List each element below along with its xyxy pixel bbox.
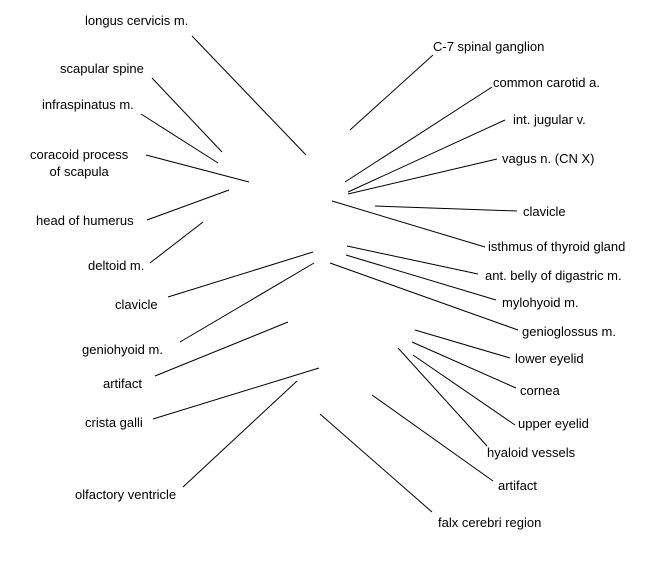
label-mylohyoid: mylohyoid m. bbox=[502, 295, 579, 310]
leader-line-17 bbox=[346, 245, 479, 275]
label-olfactory-ventricle: olfactory ventricle bbox=[75, 487, 177, 502]
leader-line-23 bbox=[397, 347, 488, 447]
leader-line-12 bbox=[344, 86, 493, 183]
leader-line-14 bbox=[347, 158, 498, 195]
label-lower-eyelid: lower eyelid bbox=[515, 351, 584, 366]
leader-line-13 bbox=[347, 119, 506, 193]
label-infraspinatus: infraspinatus m. bbox=[42, 97, 134, 112]
leader-line-20 bbox=[414, 329, 511, 359]
label-longus-cervicis: longus cervicis m. bbox=[85, 13, 189, 28]
label-coracoid-process: coracoid process of scapula bbox=[30, 147, 129, 179]
label-c7-spinal-ganglion: C-7 spinal ganglion bbox=[433, 39, 545, 54]
label-scapular-spine: scapular spine bbox=[60, 61, 144, 76]
label-cornea: cornea bbox=[520, 383, 560, 398]
label-isthmus-thyroid: isthmus of thyroid gland bbox=[488, 239, 626, 254]
leader-line-5 bbox=[149, 221, 204, 264]
label-vagus: vagus n. (CN X) bbox=[502, 151, 595, 166]
label-common-carotid: common carotid a. bbox=[493, 75, 600, 90]
label-artifact-left: artifact bbox=[103, 376, 143, 391]
leader-line-19 bbox=[329, 262, 519, 331]
leader-line-7 bbox=[179, 262, 315, 343]
label-ant-belly-digastric: ant. belly of digastric m. bbox=[485, 268, 622, 283]
leader-line-21 bbox=[411, 341, 517, 389]
leader-line-11 bbox=[349, 54, 434, 131]
leader-line-2 bbox=[140, 113, 219, 164]
leader-line-24 bbox=[371, 394, 494, 482]
leader-line-4 bbox=[146, 189, 230, 221]
leader-line-0 bbox=[191, 35, 307, 156]
label-clavicle-right: clavicle bbox=[523, 204, 566, 219]
leader-line-18 bbox=[345, 254, 497, 301]
leader-line-6 bbox=[167, 251, 314, 298]
leader-line-1 bbox=[151, 77, 223, 153]
leader-line-15 bbox=[374, 205, 518, 212]
label-geniohyoid: geniohyoid m. bbox=[82, 342, 163, 357]
leader-line-3 bbox=[145, 154, 250, 183]
label-clavicle-left: clavicle bbox=[115, 297, 158, 312]
label-artifact-right: artifact bbox=[498, 478, 538, 493]
label-upper-eyelid: upper eyelid bbox=[518, 416, 589, 431]
label-deltoid: deltoid m. bbox=[88, 258, 145, 273]
label-hyaloid-vessels: hyaloid vessels bbox=[487, 445, 576, 460]
label-int-jugular: int. jugular v. bbox=[513, 112, 586, 127]
label-falx-cerebri: falx cerebri region bbox=[438, 515, 542, 530]
leader-line-9 bbox=[152, 367, 320, 420]
leader-line-25 bbox=[319, 413, 433, 513]
leader-line-8 bbox=[154, 321, 289, 377]
leader-line-16 bbox=[331, 200, 486, 248]
label-crista-galli: crista galli bbox=[85, 415, 143, 430]
leader-line-22 bbox=[412, 354, 516, 426]
label-genioglossus: genioglossus m. bbox=[522, 324, 616, 339]
label-head-of-humerus: head of humerus bbox=[36, 213, 134, 228]
leader-line-10 bbox=[182, 380, 298, 488]
